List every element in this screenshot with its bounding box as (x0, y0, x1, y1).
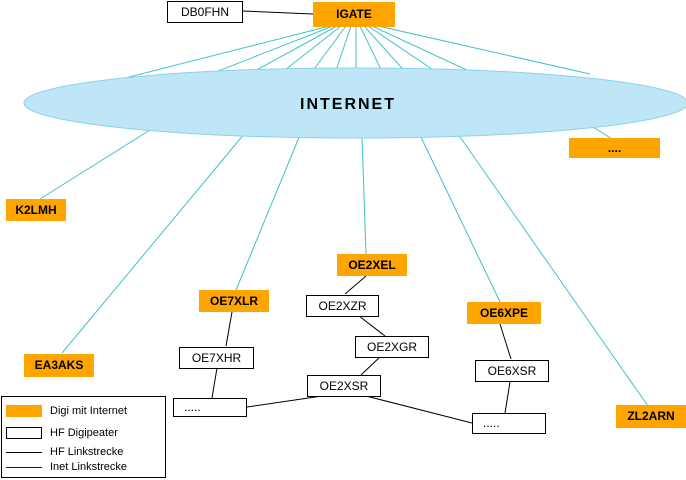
hf-link-db0fhn-igate (242, 10, 314, 15)
dots-right-node[interactable]: ..... (472, 413, 546, 434)
legend-label-digi-internet: Digi mit Internet (50, 405, 128, 417)
oe2xsr-node[interactable]: OE2XSR (307, 375, 381, 397)
inet-link-k2lmh (39, 129, 151, 200)
oe6xpe-node[interactable]: OE6XPE (467, 302, 541, 324)
hf-link-oe2xzr-oe2xgr (358, 315, 386, 337)
hf-link-oe6xsr-dots-right (504, 381, 511, 414)
hf-links (211, 10, 512, 424)
oe2xgr-node[interactable]: OE2XGR (355, 336, 429, 358)
inet-link-oe6xpe (419, 134, 501, 303)
inet-link-oe2xel (361, 136, 367, 255)
oe2xzr-node[interactable]: OE2XZR (306, 295, 379, 317)
legend-swatch-digi-internet (6, 405, 42, 417)
hf-link-oe7xlr-oe7xhr (225, 311, 233, 347)
oe2xel-node[interactable]: OE2XEL (337, 254, 407, 276)
inet-link-igate-right-5 (377, 25, 591, 75)
hf-link-oe2xgr-oe2xsr (360, 356, 381, 376)
inet-links (39, 25, 649, 407)
legend-line-inet-link (6, 467, 42, 468)
legend: Digi mit Internet HF Digipeater HF Links… (1, 396, 166, 478)
db0fhn-node[interactable]: DB0FHN (167, 1, 243, 23)
ea3aks-node[interactable]: EA3AKS (24, 354, 94, 377)
hf-link-oe7xhr-dots-left (211, 367, 218, 399)
zl2arn-node[interactable]: ZL2ARN (616, 405, 686, 428)
dots-top-right-node[interactable]: .... (569, 138, 660, 158)
internet-cloud (23, 67, 686, 139)
legend-row-hf-link: HF Linkstrecke (2, 445, 167, 461)
oe6xsr-node[interactable]: OE6XSR (475, 360, 549, 382)
k2lmh-node[interactable]: K2LMH (6, 199, 66, 221)
internet-label: INTERNET (300, 96, 396, 113)
legend-label-hf-digipeater: HF Digipeater (50, 427, 118, 439)
legend-row-hf-digipeater: HF Digipeater (2, 426, 167, 442)
legend-label-hf-link: HF Linkstrecke (50, 446, 124, 458)
hf-link-oe6xpe-oe6xsr (499, 323, 512, 360)
legend-row-inet-link: Inet Linkstrecke (2, 460, 167, 476)
inet-link-zl2arn (457, 133, 649, 407)
igate-node[interactable]: IGATE (313, 2, 395, 27)
dots-left-node[interactable]: ..... (173, 398, 247, 417)
legend-swatch-hf-digipeater (6, 427, 42, 439)
legend-label-inet-link: Inet Linkstrecke (50, 461, 128, 473)
oe7xlr-node[interactable]: OE7XLR (199, 290, 269, 312)
legend-line-hf-link (6, 452, 42, 453)
hf-link-oe2xsr-dots-right (365, 395, 473, 424)
inet-link-oe7xlr (235, 134, 301, 291)
legend-row-digi-internet: Digi mit Internet (2, 404, 167, 420)
hf-link-dots-left-oe2xsr (246, 395, 323, 408)
hf-link-oe2xel-oe2xzr (344, 275, 367, 295)
oe7xhr-node[interactable]: OE7XHR (179, 347, 254, 369)
inet-link-ea3aks (61, 132, 246, 354)
